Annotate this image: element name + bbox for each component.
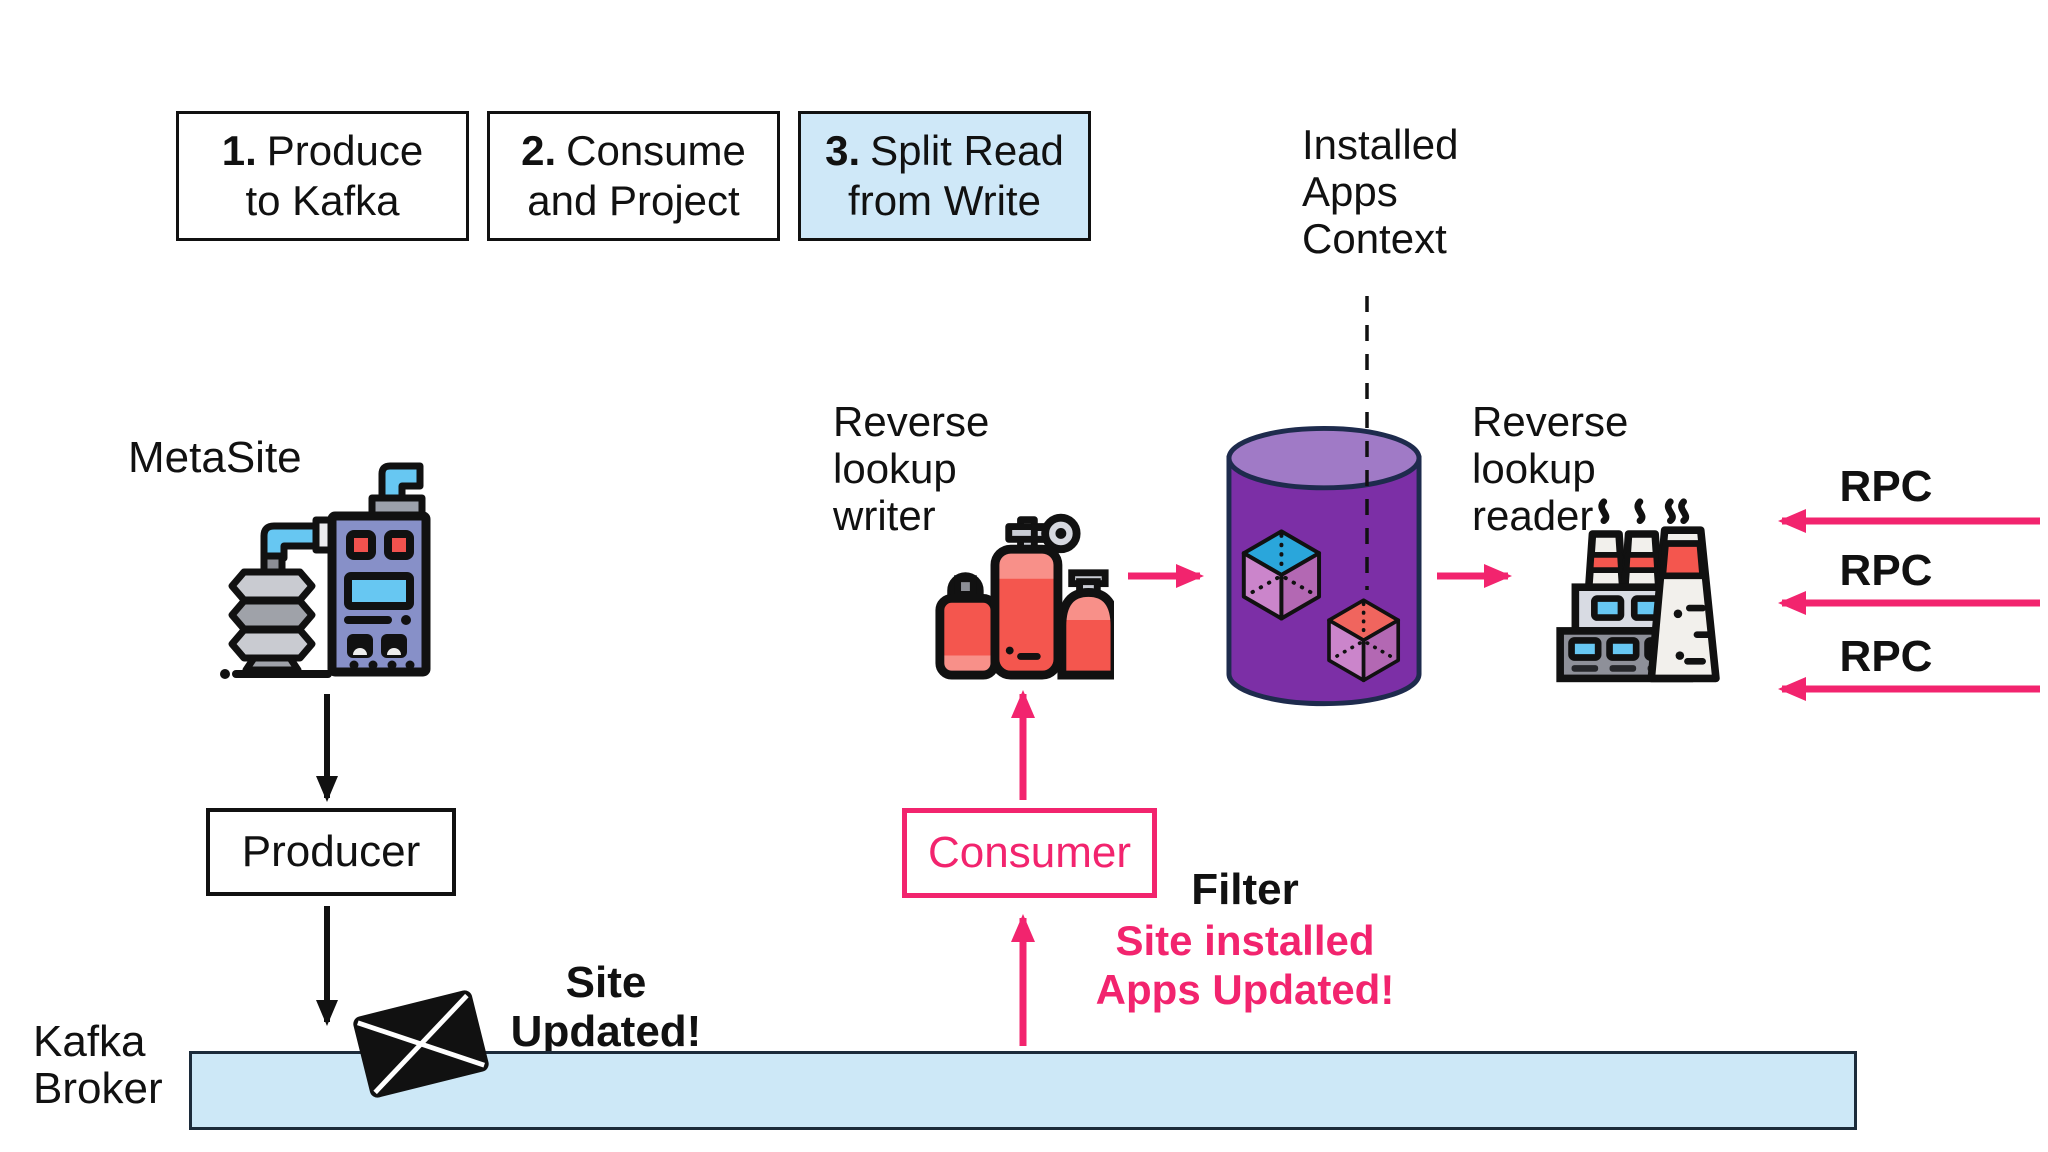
step-title-line1: Produce	[266, 127, 424, 174]
step-text: 1.Produce to Kafka	[222, 126, 423, 226]
consumer-label: Consumer	[928, 828, 1131, 877]
factory-icon	[1556, 498, 1720, 683]
cube-blue	[1241, 529, 1322, 621]
installed-apps-context-label: Installed Apps Context	[1302, 121, 1459, 262]
step-number: 2.	[521, 127, 557, 174]
step-box-produce-to-kafka: 1.Produce to Kafka	[176, 111, 469, 241]
factory-smoke	[1598, 498, 1690, 525]
machine-bellows	[228, 568, 316, 604]
step-text: 2.Consume and Project	[521, 126, 746, 226]
producer-label: Producer	[241, 827, 421, 876]
cylinder-top	[1226, 425, 1422, 491]
machine-red-light	[384, 530, 414, 560]
database-cylinder-icon	[1226, 425, 1422, 707]
step-title-line2: to Kafka	[245, 177, 400, 224]
filter-annotation: Filter Site installed Apps Updated!	[1075, 864, 1415, 1014]
machine-red-light	[346, 530, 376, 560]
cube-red	[1327, 598, 1401, 683]
step-title-line1: Consume	[566, 127, 746, 174]
filter-subtitle: Site installed Apps Updated!	[1095, 917, 1395, 1013]
step-number: 3.	[825, 127, 861, 174]
step-number: 1.	[221, 127, 257, 174]
reverse-lookup-reader-label: Reverse lookup reader	[1472, 398, 1629, 539]
factory-window	[1591, 595, 1625, 621]
factory-chimney	[1647, 526, 1720, 683]
machine-right-pipe	[378, 462, 424, 504]
kafka-broker-label: Kafka Broker	[33, 1017, 163, 1113]
machine-left-pipe	[260, 522, 324, 562]
rpc-label-3: RPC	[1839, 632, 1933, 681]
step-text: 3.Split Read from Write	[825, 126, 1064, 226]
step-box-consume-and-project: 2.Consume and Project	[487, 111, 780, 241]
right-tank	[1057, 569, 1114, 680]
reverse-lookup-writer-label: Reverse lookup writer	[833, 398, 990, 539]
step-box-split-read-from-write: 3.Split Read from Write	[798, 111, 1091, 241]
gas-cylinders-icon	[935, 513, 1114, 680]
filter-title: Filter	[1191, 865, 1299, 914]
factory-window	[1568, 637, 1602, 661]
site-updated-label: Site Updated!	[510, 958, 702, 1056]
step-title-line2: from Write	[848, 177, 1041, 224]
metasite-machine-icon	[220, 462, 431, 679]
machine-gauge	[347, 634, 373, 658]
rpc-label-1: RPC	[1839, 462, 1933, 511]
factory-window	[1606, 637, 1640, 661]
consumer-box: Consumer	[902, 808, 1157, 898]
rpc-label-2: RPC	[1839, 546, 1933, 595]
machine-screen	[344, 572, 414, 610]
left-tank	[935, 593, 1000, 680]
envelope-icon	[349, 986, 493, 1102]
machine-gauge	[381, 634, 407, 658]
metasite-label: MetaSite	[128, 433, 302, 482]
step-title-line1: Split Read	[870, 127, 1064, 174]
center-cylinder	[990, 544, 1063, 680]
producer-box: Producer	[206, 808, 456, 896]
step-title-line2: and Project	[527, 177, 740, 224]
